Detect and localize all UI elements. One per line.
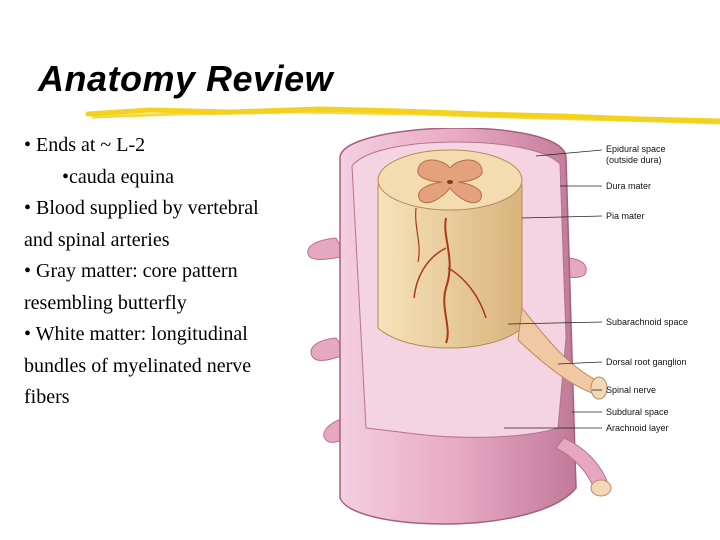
bullet-cauda-equina: •cauda equina <box>24 162 289 194</box>
label-pia-mater: Pia mater <box>606 211 645 221</box>
label-dura-mater: Dura mater <box>606 181 651 191</box>
bullet-list: • Ends at ~ L-2 •cauda equina • Blood su… <box>24 130 289 414</box>
bullet-ends-at: • Ends at ~ L-2 <box>24 130 289 162</box>
label-epidural-space: Epidural space <box>606 144 666 154</box>
bullet-blood-supply: • Blood supplied by vertebral and spinal… <box>24 193 289 256</box>
bullet-white-matter: • White matter: longitudinal bundles of … <box>24 319 289 414</box>
title-underline <box>0 100 720 130</box>
label-spinal-nerve: Spinal nerve <box>606 385 656 395</box>
bullet-gray-matter: • Gray matter: core pattern resembling b… <box>24 256 289 319</box>
slide-title: Anatomy Review <box>38 58 333 100</box>
label-arachnoid-layer: Arachnoid layer <box>606 423 669 433</box>
label-subarachnoid-space: Subarachnoid space <box>606 317 688 327</box>
label-subdural-space: Subdural space <box>606 407 669 417</box>
label-dorsal-root-ganglion: Dorsal root ganglion <box>606 357 687 367</box>
spinal-cord-illustration: Epidural space (outside dura) Dura mater… <box>296 128 712 526</box>
label-outside-dura: (outside dura) <box>606 155 662 165</box>
